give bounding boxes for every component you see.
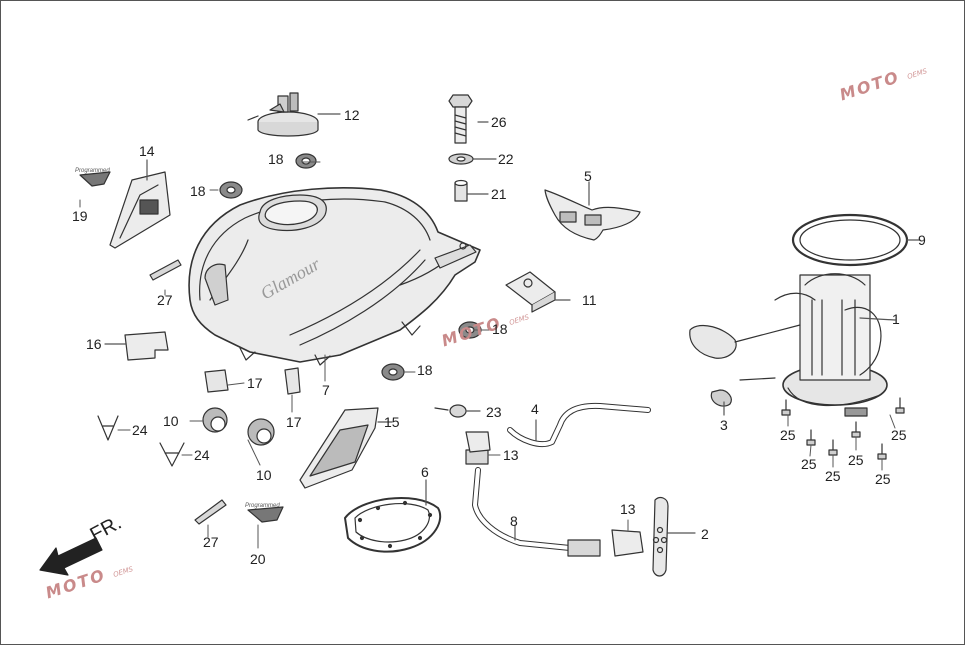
clip-17 [204, 367, 301, 395]
bolt-stack [448, 94, 497, 202]
clip-16 [104, 331, 169, 361]
callout-20: 20 [250, 551, 266, 567]
callout-16: 16 [86, 336, 102, 352]
tank-pad [544, 181, 641, 241]
callout-15: 15 [384, 414, 400, 430]
callout-3: 3 [720, 417, 728, 433]
bushes-10 [202, 407, 275, 446]
callout-24a: 24 [132, 422, 148, 438]
rubber-bush [219, 153, 482, 381]
callout-18a: 18 [268, 151, 284, 167]
callout-18c: 18 [492, 321, 508, 337]
callout-7: 7 [322, 382, 330, 398]
callout-8: 8 [510, 513, 518, 529]
callout-4: 4 [531, 401, 539, 417]
plate-2 [652, 496, 696, 577]
callout-17b: 17 [286, 414, 302, 430]
callout-23: 23 [486, 404, 502, 420]
front-arrow-icon [39, 537, 103, 576]
callout-11: 11 [582, 292, 597, 308]
pump-screws [781, 397, 905, 460]
callout-24b: 24 [194, 447, 210, 463]
callout-14: 14 [139, 143, 155, 159]
callout-27b: 27 [203, 534, 219, 550]
bracket-11 [505, 271, 571, 313]
fuel-hose-8 [465, 449, 601, 557]
hose-clip-3 [710, 389, 732, 416]
callout-6: 6 [421, 464, 429, 480]
callout-10b: 10 [256, 467, 272, 483]
callout-2: 2 [701, 526, 709, 542]
callout-27a: 27 [157, 292, 173, 308]
fuel-hose-4 [507, 402, 651, 448]
fuel-cap [247, 92, 341, 137]
emblem-text-19: Programmed [75, 168, 110, 174]
callout-21: 21 [491, 186, 507, 202]
callout-26: 26 [491, 114, 507, 130]
emblem-text-20: Programmed [245, 503, 280, 509]
callout-13b: 13 [620, 501, 636, 517]
gasket-6 [344, 479, 442, 553]
fuel-tank [188, 187, 481, 366]
side-cover-14 [109, 159, 171, 249]
callout-5: 5 [584, 168, 592, 184]
callout-19: 19 [72, 208, 88, 224]
callout-18b: 18 [190, 183, 206, 199]
callout-25d: 25 [848, 452, 864, 468]
fuel-pump [689, 273, 896, 417]
callout-9: 9 [918, 232, 926, 248]
callout-18d: 18 [417, 362, 433, 378]
emblems [79, 171, 284, 523]
callout-25b: 25 [801, 456, 817, 472]
callout-25e: 25 [875, 471, 891, 487]
rubber-rod [149, 259, 227, 525]
hose-clips-13 [465, 431, 644, 557]
callout-13a: 13 [503, 447, 519, 463]
callout-17a: 17 [247, 375, 263, 391]
side-cover-15 [299, 407, 393, 489]
clips-24 [97, 415, 185, 467]
callout-25c: 25 [825, 468, 841, 484]
screw-23 [434, 404, 481, 418]
callout-22: 22 [498, 151, 514, 167]
callout-25a: 25 [780, 427, 796, 443]
callout-1: 1 [892, 311, 900, 327]
callout-12: 12 [344, 107, 360, 123]
gasket-ring [791, 213, 921, 267]
callout-10a: 10 [163, 413, 179, 429]
callout-25f: 25 [891, 427, 907, 443]
